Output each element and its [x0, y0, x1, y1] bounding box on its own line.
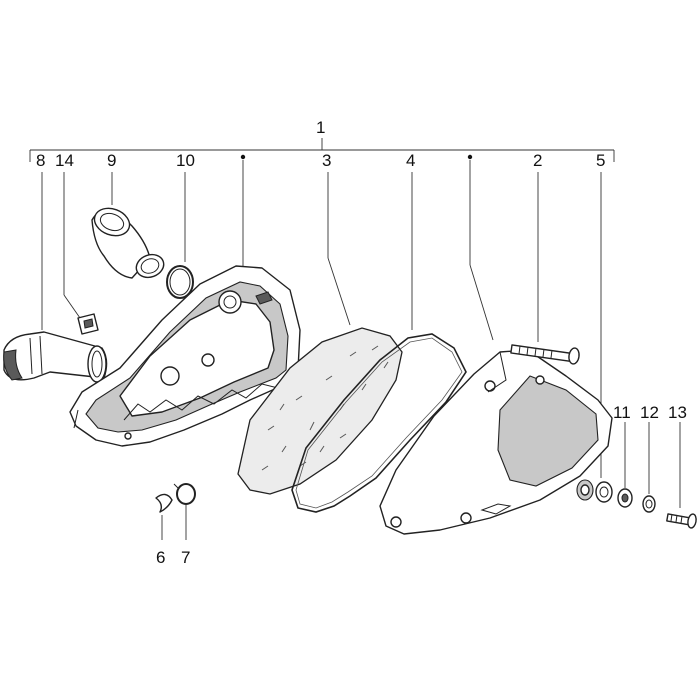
- callout-9: 9: [107, 151, 116, 170]
- callout-6: 6: [156, 548, 165, 567]
- callout-10: 10: [176, 151, 195, 170]
- callout-5: 5: [596, 151, 605, 170]
- filter-housing: [69, 265, 301, 447]
- marker-dot-housing: [240, 154, 246, 160]
- elbow-connector-part-9: [91, 207, 165, 279]
- clamp-part-7: [173, 483, 196, 505]
- callout-8: 8: [36, 151, 45, 170]
- marker-dot-cover: [467, 154, 473, 160]
- callout-14: 14: [55, 151, 74, 170]
- clip-part-14: [77, 313, 99, 335]
- intake-duct-part-8: [3, 331, 108, 383]
- screw-part-13: [666, 513, 697, 529]
- o-ring-part-10: [166, 265, 194, 299]
- gasket-part-4: [291, 333, 467, 513]
- callout-7: 7: [181, 548, 190, 567]
- callout-13: 13: [668, 403, 687, 422]
- grommet-part-5: [576, 479, 613, 503]
- screw-part-2: [510, 344, 580, 365]
- filter-cover: [379, 349, 613, 535]
- callout-3: 3: [322, 151, 331, 170]
- leader-lines: [41, 160, 681, 540]
- washer-part-12: [642, 495, 656, 513]
- bushing-part-11: [617, 488, 633, 508]
- callout-11: 11: [613, 403, 631, 422]
- callout-4: 4: [406, 151, 415, 170]
- clip-part-6: [155, 493, 173, 513]
- callout-12: 12: [640, 403, 659, 422]
- group-bracket: [29, 138, 615, 162]
- callout-1: 1: [316, 118, 325, 137]
- callout-2: 2: [533, 151, 542, 170]
